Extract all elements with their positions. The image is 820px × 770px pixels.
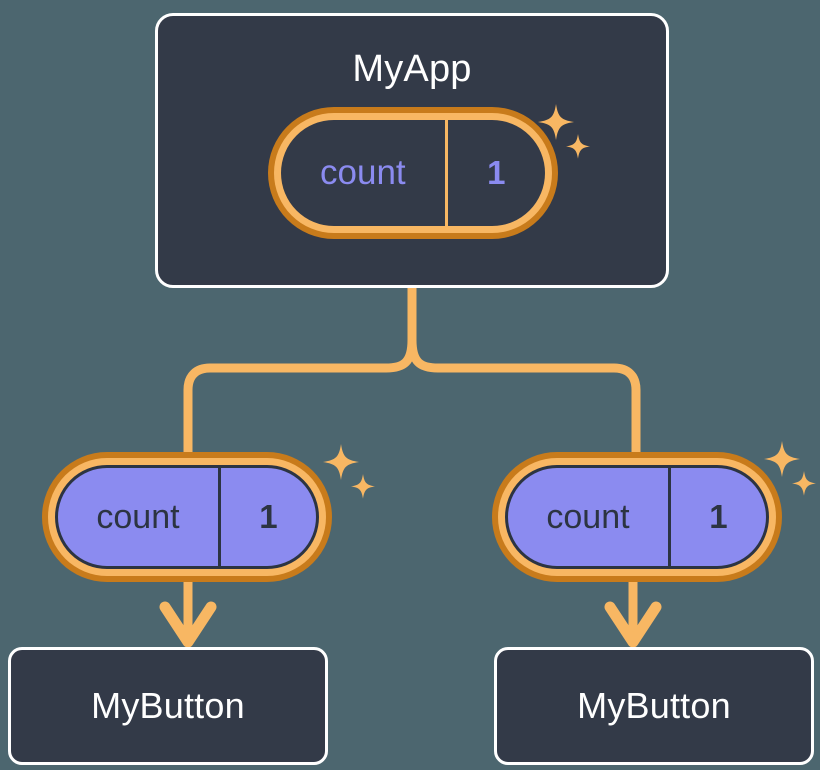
state-pill-value: 1 bbox=[444, 120, 545, 226]
state-pill-ring: count 1 bbox=[498, 458, 776, 576]
state-value-label: 1 bbox=[709, 498, 728, 535]
state-key-label: count bbox=[320, 153, 406, 192]
connector-tree-branch bbox=[183, 283, 641, 457]
state-value-label: 1 bbox=[259, 498, 278, 535]
state-pill-myapp[interactable]: count 1 bbox=[268, 107, 558, 239]
sparkle-star-large bbox=[323, 444, 359, 480]
state-value-label: 1 bbox=[487, 154, 506, 191]
state-key-label: count bbox=[96, 497, 180, 536]
component-card-mybutton-left[interactable]: MyButton bbox=[8, 647, 328, 765]
state-pill-key: count bbox=[508, 468, 668, 566]
component-label: MyButton bbox=[577, 685, 731, 726]
arrow-left bbox=[159, 582, 217, 648]
state-pill-child-right[interactable]: count 1 bbox=[492, 452, 782, 582]
state-pill-key: count bbox=[281, 120, 445, 226]
state-pill-body: count 1 bbox=[281, 120, 545, 226]
state-key-label: count bbox=[546, 497, 630, 536]
state-pill-body: count 1 bbox=[55, 465, 319, 569]
state-pill-value: 1 bbox=[217, 468, 316, 566]
component-label: MyButton bbox=[91, 685, 245, 726]
arrow-right bbox=[604, 582, 662, 648]
sparkle-star-small bbox=[351, 474, 375, 499]
state-pill-child-left[interactable]: count 1 bbox=[42, 452, 332, 582]
sparkle-star-small bbox=[792, 471, 816, 496]
state-pill-value: 1 bbox=[667, 468, 766, 566]
page-title: MyApp bbox=[352, 48, 472, 90]
component-card-mybutton-right[interactable]: MyButton bbox=[494, 647, 814, 765]
state-pill-body: count 1 bbox=[505, 465, 769, 569]
sparkle-star-large bbox=[764, 441, 800, 477]
state-pill-key: count bbox=[58, 468, 218, 566]
state-pill-ring: count 1 bbox=[48, 458, 326, 576]
state-pill-ring: count 1 bbox=[274, 113, 552, 233]
